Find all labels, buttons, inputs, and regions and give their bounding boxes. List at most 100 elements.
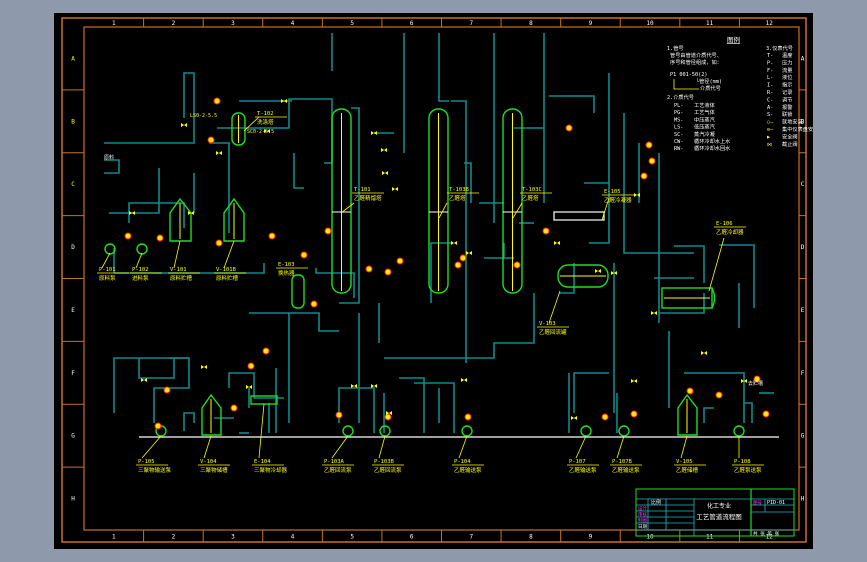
- valve-icon[interactable]: [371, 384, 377, 388]
- instrument-bubble[interactable]: [630, 410, 638, 418]
- instrument-bubble[interactable]: [207, 136, 215, 144]
- column-internals: [179, 113, 710, 433]
- valve-icon[interactable]: [351, 384, 357, 388]
- valve-icon[interactable]: [554, 241, 560, 245]
- instrument-bubble[interactable]: [215, 239, 223, 247]
- instrument-bubble[interactable]: [300, 251, 308, 259]
- valve-icon[interactable]: [264, 129, 270, 133]
- valve-icon[interactable]: [216, 151, 222, 155]
- equipment-name: 乙醛精馏塔: [354, 194, 382, 202]
- column-label: 12: [766, 534, 774, 541]
- legend-instrument-code: ○—: [767, 120, 774, 126]
- valve-icon[interactable]: [141, 378, 147, 382]
- legend-media-desc: 工艺气体: [694, 108, 716, 116]
- column-label: 11: [706, 534, 714, 541]
- instrument-bubble[interactable]: [454, 261, 462, 269]
- instrument-bubble[interactable]: [154, 422, 162, 430]
- valve-icon[interactable]: [188, 211, 194, 215]
- instrument-bubble[interactable]: [640, 172, 648, 180]
- valve-icon[interactable]: [246, 385, 252, 389]
- legend-media-code: PG-: [674, 110, 683, 116]
- instrument-bubble[interactable]: [396, 257, 404, 265]
- valve-icon[interactable]: [611, 271, 617, 275]
- instrument-bubble[interactable]: [365, 265, 373, 273]
- legend-instrument-desc: 指示: [782, 81, 792, 89]
- valve-icon[interactable]: [701, 351, 707, 355]
- valve-icon[interactable]: [381, 148, 387, 152]
- equipment-tag: V-101: [170, 267, 187, 273]
- instrument-bubble[interactable]: [565, 124, 573, 132]
- valve-icon[interactable]: [634, 193, 640, 197]
- valve-icon[interactable]: [461, 378, 467, 382]
- instrument-bubble[interactable]: [268, 232, 276, 240]
- column-label: 6: [410, 534, 414, 541]
- instrument-bubble[interactable]: [384, 268, 392, 276]
- instrument-bubble[interactable]: [513, 261, 521, 269]
- instrument-bubble[interactable]: [762, 410, 770, 418]
- valve-icon[interactable]: [382, 171, 388, 175]
- title-block-drawn-label: 制图: [638, 517, 647, 524]
- instrument-bubble[interactable]: [601, 413, 609, 421]
- valve-icon[interactable]: [129, 211, 135, 215]
- pipe: [744, 402, 753, 423]
- instrument-bubble[interactable]: [645, 141, 653, 149]
- legend-media-desc: 中压蒸汽: [694, 115, 716, 123]
- valve-icon[interactable]: [466, 251, 472, 255]
- tank-v101: [169, 197, 192, 242]
- valve-icon[interactable]: [392, 187, 398, 191]
- row-label: D: [801, 244, 805, 251]
- tank-v101b: [223, 197, 245, 242]
- legend-example-code: P1 001-50(2): [670, 72, 707, 78]
- pipe: [503, 243, 514, 259]
- valve-icon[interactable]: [386, 411, 392, 415]
- instrument-bubble[interactable]: [324, 227, 332, 235]
- valve-icon[interactable]: [631, 379, 637, 383]
- instrument-bubble[interactable]: [163, 386, 171, 394]
- instrument-bubble[interactable]: [648, 157, 656, 165]
- pump-p101: [104, 243, 116, 255]
- valve-icon[interactable]: [281, 99, 287, 103]
- equipment-tag: P-101: [99, 267, 116, 273]
- valve-icon[interactable]: [595, 269, 601, 273]
- valve-icon[interactable]: [571, 416, 577, 420]
- instrument-bubble[interactable]: [459, 254, 467, 262]
- valve-icon[interactable]: [201, 365, 207, 369]
- equipment-tag: V-104: [200, 459, 217, 465]
- equipment-name: 乙醛储槽: [676, 466, 699, 474]
- title-block-designer-label: 设计: [638, 505, 647, 512]
- valve-icon[interactable]: [741, 379, 747, 383]
- title-block-date-label: 日期: [638, 524, 647, 530]
- instrument-bubble[interactable]: [686, 387, 694, 395]
- instrument-bubble[interactable]: [542, 227, 550, 235]
- pump-p102: [136, 243, 148, 255]
- equipment-name: 乙醛输送泵: [612, 466, 640, 474]
- instrument-bubble[interactable]: [464, 413, 472, 421]
- pipe: [104, 72, 195, 144]
- row-label: C: [71, 181, 75, 188]
- valve-icon[interactable]: [181, 123, 187, 127]
- instrument-bubble[interactable]: [213, 97, 221, 105]
- instrument-bubble[interactable]: [335, 411, 343, 419]
- equipment-tag: P-104: [454, 459, 471, 465]
- row-label: H: [801, 496, 805, 503]
- instrument-bubble[interactable]: [384, 413, 392, 421]
- instrument-bubble[interactable]: [715, 391, 723, 399]
- instrument-bubble[interactable]: [310, 300, 318, 308]
- instrument-bubble[interactable]: [262, 347, 270, 355]
- legend-instrument-desc: 联锁: [782, 110, 792, 118]
- row-label: A: [801, 55, 805, 62]
- instrument-bubble[interactable]: [156, 234, 164, 242]
- pipe: [719, 244, 755, 308]
- instrument-bubble[interactable]: [230, 404, 238, 412]
- equipment-tag: P-105: [138, 459, 155, 465]
- valve-icon[interactable]: [651, 311, 657, 315]
- instrument-bubble[interactable]: [247, 362, 255, 370]
- pipe: [209, 142, 230, 233]
- valve-icon[interactable]: [451, 241, 457, 245]
- valve-icon[interactable]: [371, 131, 377, 135]
- instrument-bubble[interactable]: [124, 232, 132, 240]
- title-block-drawing-no: PID-01: [767, 500, 785, 506]
- legend-media-code: PL-: [674, 103, 683, 109]
- instrument-bubble[interactable]: [753, 375, 761, 383]
